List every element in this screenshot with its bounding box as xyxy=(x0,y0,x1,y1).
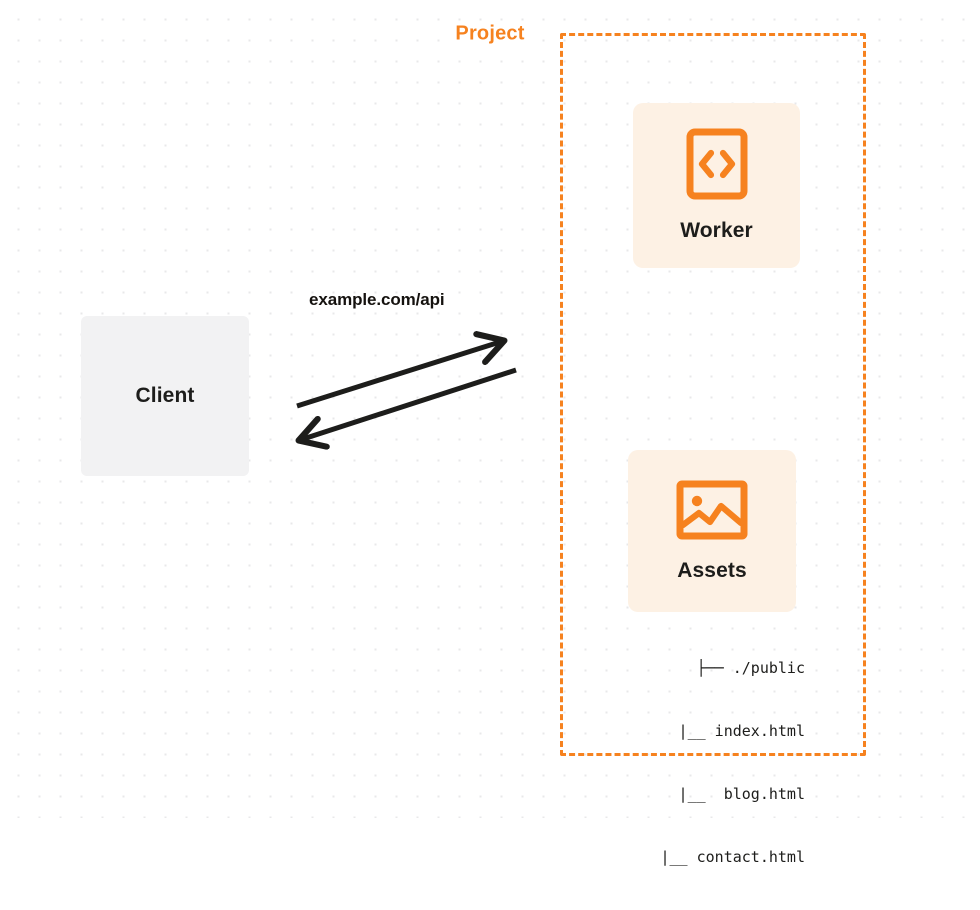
connector-label: example.com/api xyxy=(309,290,445,309)
container-project xyxy=(560,33,866,756)
asset-file-tree: ├── ./public |__ index.html |__ blog.htm… xyxy=(600,616,806,910)
node-client-label: Client xyxy=(135,384,195,407)
file-tree-row: |__ index.html xyxy=(642,722,805,740)
node-worker-label: Worker xyxy=(680,219,753,242)
node-assets-label: Assets xyxy=(677,558,747,582)
arrow-response xyxy=(300,367,517,440)
arrow-request xyxy=(296,341,503,409)
node-assets[interactable]: Assets xyxy=(628,450,796,612)
file-tree-row: |__ contact.html xyxy=(660,848,806,866)
code-brackets-icon xyxy=(686,128,748,205)
diagram-canvas: Client example.com/api Project Worker xyxy=(0,0,980,866)
file-tree-row: ├── ./public xyxy=(696,659,805,677)
node-client[interactable]: Client xyxy=(81,316,249,476)
node-worker[interactable]: Worker xyxy=(633,103,800,268)
container-project-title: Project xyxy=(448,22,532,46)
file-tree-row: |__ blog.html xyxy=(642,785,805,803)
image-picture-icon xyxy=(676,480,748,545)
